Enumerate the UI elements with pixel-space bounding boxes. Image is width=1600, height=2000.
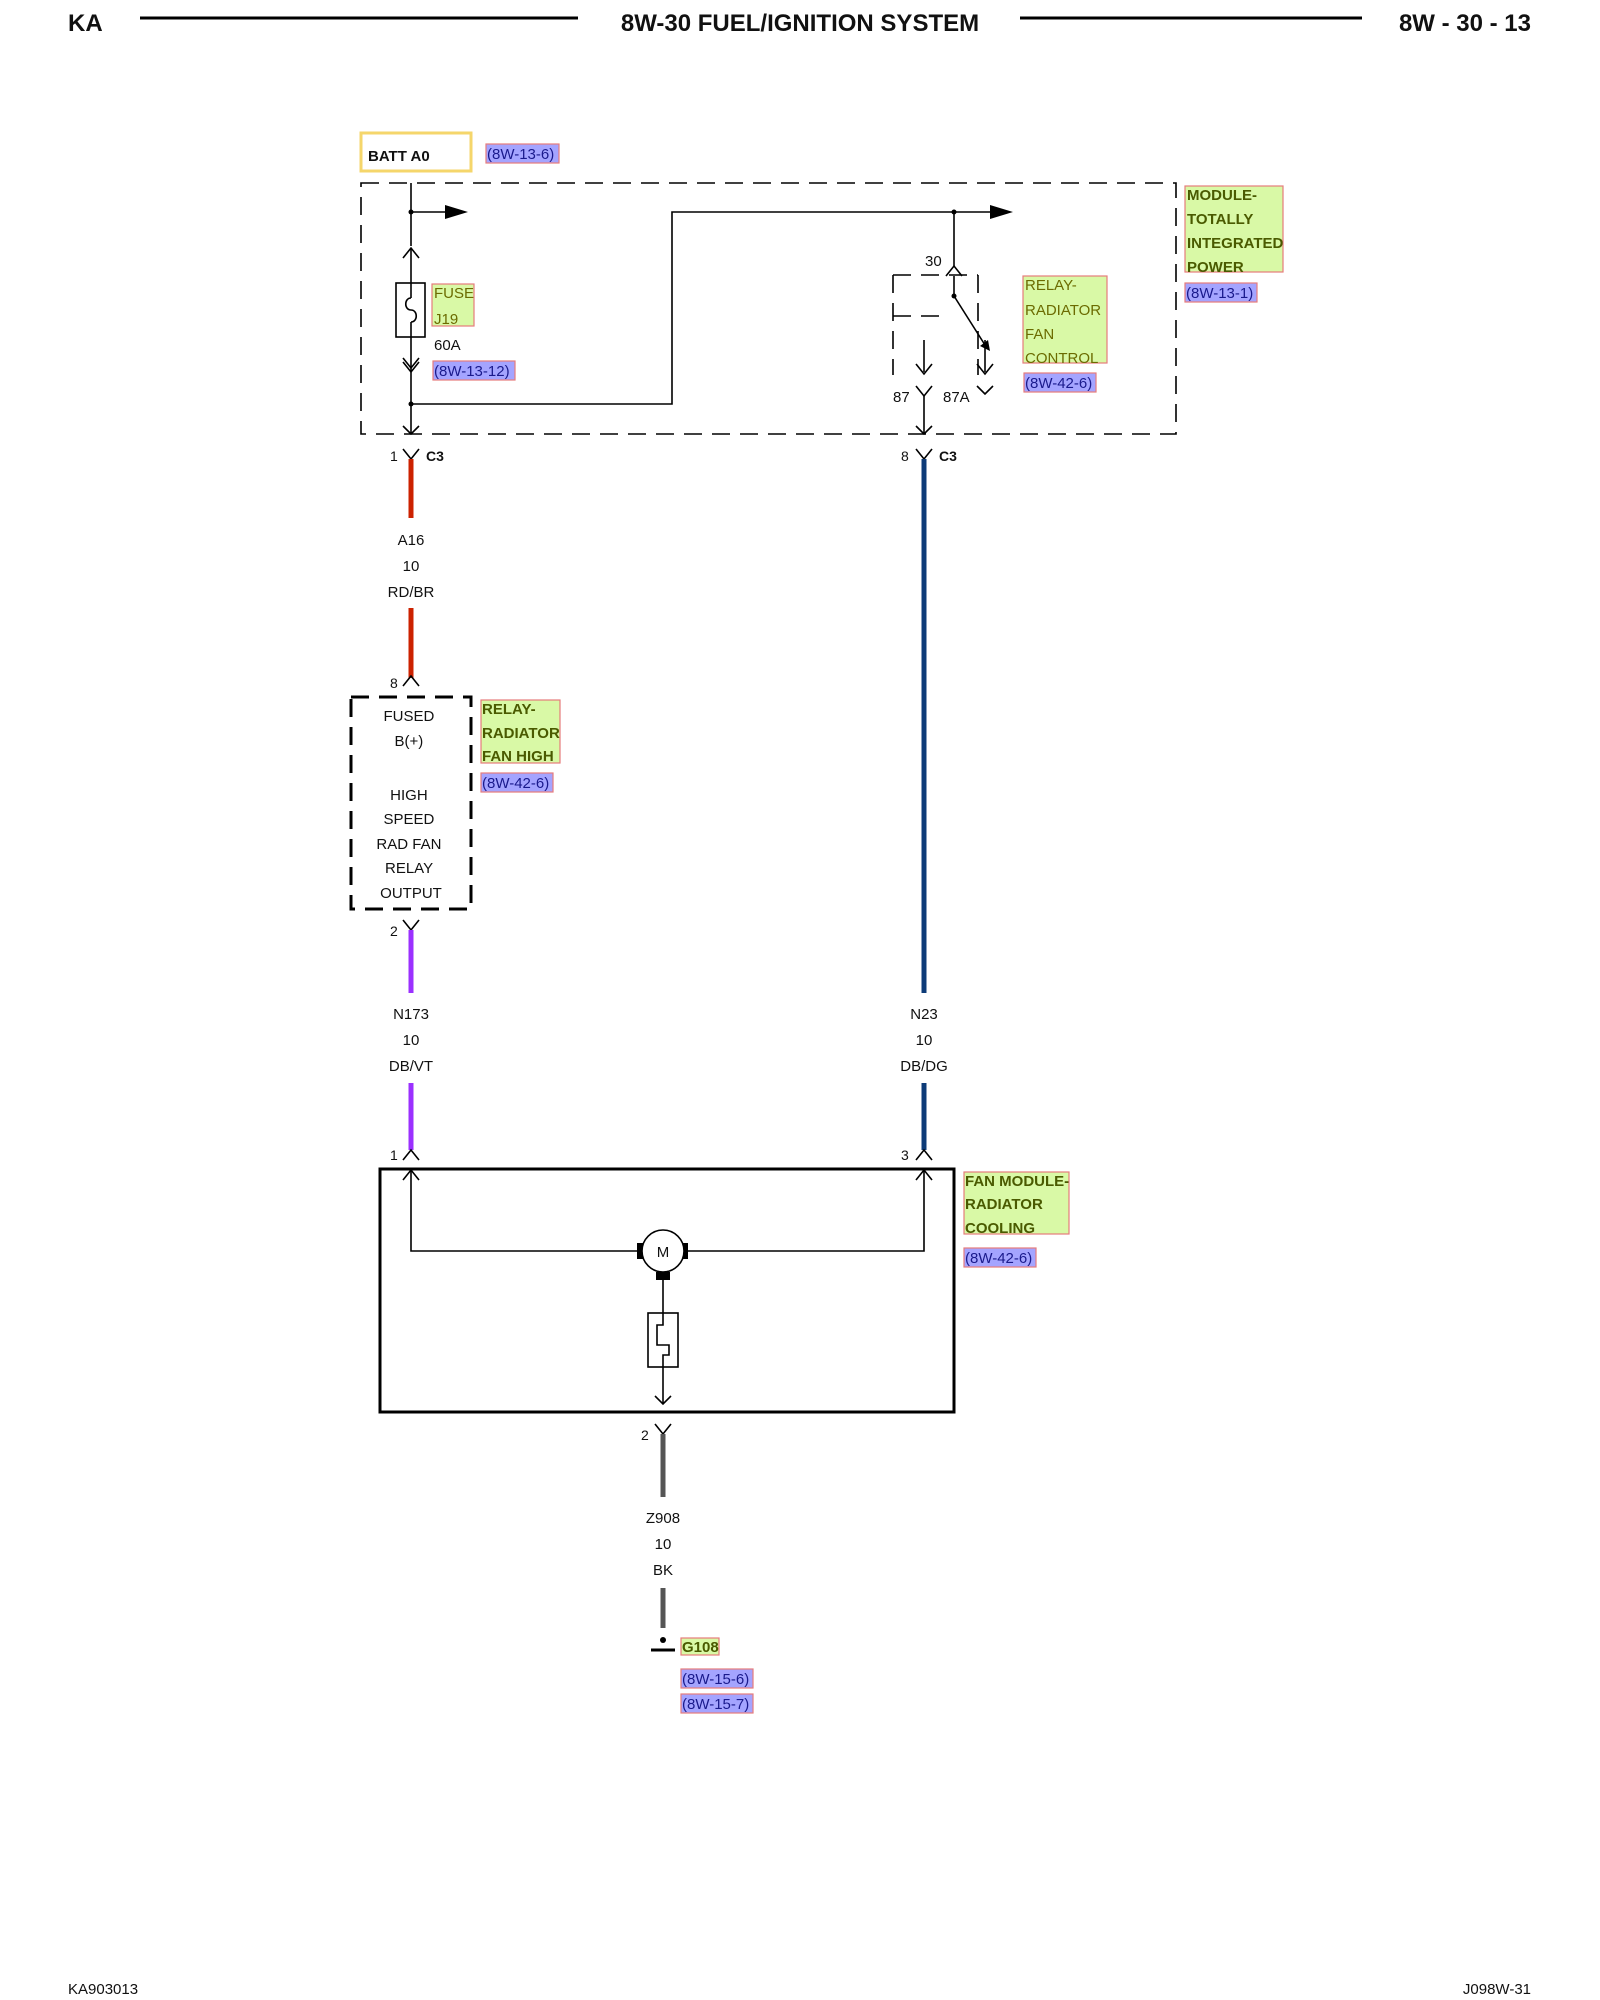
wire-n23-gauge: 10 (916, 1032, 933, 1049)
batt-box (359, 131, 473, 173)
ground-symbol (651, 1637, 675, 1652)
fuse-ref-link[interactable]: (8W-13-12) (434, 363, 510, 380)
wire-n173-circuit: N173 (393, 1006, 429, 1023)
svg-text:C3: C3 (426, 448, 444, 464)
output-arrow-right (990, 205, 1013, 219)
relay-high-ref-box (480, 772, 554, 793)
fan-module-ref-box (963, 1247, 1037, 1268)
batt-ref-link[interactable]: (8W-13-6) (487, 146, 554, 163)
batt-ref-box (485, 143, 560, 164)
ground-ref-link-2[interactable]: (8W-15-7) (682, 1696, 749, 1713)
wire-n23-circuit: N23 (910, 1006, 938, 1023)
module-ref-link[interactable]: (8W-13-1) (1186, 285, 1253, 302)
wire-n23-color: DB/DG (900, 1058, 948, 1075)
ground-ref-link-1[interactable]: (8W-15-6) (682, 1671, 749, 1688)
fan-pin-right: 3 (901, 1147, 909, 1163)
tipm-module-outline (360, 182, 1177, 435)
header-model: KA (68, 10, 103, 37)
fan-module-ref-link[interactable]: (8W-42-6) (965, 1250, 1032, 1267)
page-number: 8W - 30 - 13 (1399, 10, 1531, 37)
ground-ref-box-2 (680, 1693, 754, 1714)
relay-high-pin8-terminal (402, 674, 420, 687)
module-tag-box (1184, 185, 1284, 273)
svg-text:C3: C3 (939, 448, 957, 464)
relay-high-pin-bottom: 2 (390, 923, 398, 939)
wire-n173-gauge: 10 (403, 1032, 420, 1049)
ground-ref-box-1 (680, 1668, 754, 1689)
fan-pin1-terminal (402, 1148, 420, 1161)
relay-high-ref-link[interactable]: (8W-42-6) (482, 775, 549, 792)
fuse-circuit (395, 183, 1013, 436)
fan-module-outline (378, 1167, 956, 1414)
wire-z908-color: BK (653, 1562, 673, 1579)
footer-doc-id: KA903013 (68, 1981, 138, 1998)
fan-module-name: FAN MODULE- RADIATOR COOLING (965, 1173, 1073, 1237)
fuse-name: FUSE J19 (434, 285, 478, 328)
relay-high-name: RELAY- RADIATOR FAN HIGH (482, 701, 564, 765)
c3-connector-left: 1 C3 (390, 448, 444, 464)
svg-text:8: 8 (901, 448, 909, 464)
wire-n173-color: DB/VT (389, 1058, 433, 1075)
svg-text:1: 1 (390, 448, 398, 464)
footer-page-id: J098W-31 (1463, 1981, 1531, 1998)
relay-control-ref-box (1023, 372, 1097, 393)
relay-pin-87a: 87A (943, 389, 970, 406)
relay-control-ref-link[interactable]: (8W-42-6) (1025, 375, 1092, 392)
relay-high-tag-box (480, 699, 561, 764)
c3-connector-right: 8 C3 (901, 448, 957, 464)
page-header: KA 8W-30 FUEL/IGNITION SYSTEM 8W - 30 - … (68, 10, 1531, 37)
relay-high-body-text: FUSED B(+) HIGH SPEED RAD FAN RELAY OUTP… (376, 708, 445, 902)
ground-tag-box (680, 1637, 720, 1656)
wire-z908-gauge: 10 (655, 1536, 672, 1553)
fan-pin-ground: 2 (641, 1427, 649, 1443)
relay-pin-30: 30 (925, 253, 942, 270)
ground-name: G108 (682, 1639, 719, 1656)
wire-a16-color: RD/BR (388, 584, 435, 601)
output-arrow-left (445, 205, 468, 219)
batt-label: BATT A0 (368, 148, 430, 165)
relay-control-tag-box (1022, 275, 1108, 364)
fuse-tag-box (431, 283, 475, 327)
wire-z908-circuit: Z908 (646, 1510, 680, 1527)
fan-pin-left: 1 (390, 1147, 398, 1163)
fuse-ref-box (432, 360, 516, 381)
wire-a16-gauge: 10 (403, 558, 420, 575)
relay-control-symbol (892, 212, 994, 436)
fan-pin3-terminal (915, 1148, 933, 1161)
wire-a16-circuit: A16 (398, 532, 425, 549)
module-ref-box (1184, 282, 1258, 303)
relay-control-name: RELAY- RADIATOR FAN CONTROL (1025, 277, 1105, 367)
relay-pin-87: 87 (893, 389, 910, 406)
relay-high-outline (349, 695, 473, 911)
svg-text:M: M (657, 1244, 670, 1261)
relay-high-pin-top: 8 (390, 675, 398, 691)
page-title: 8W-30 FUEL/IGNITION SYSTEM (621, 10, 979, 37)
module-name: MODULE- TOTALLY INTEGRATED POWER (1187, 187, 1288, 276)
relay-high-pin2-terminal (402, 919, 420, 932)
fan-module-tag-box (963, 1171, 1070, 1235)
fuse-rating: 60A (434, 337, 461, 354)
fan-pin2-terminal (654, 1423, 672, 1436)
fan-motor-circuit: M (402, 1168, 933, 1406)
